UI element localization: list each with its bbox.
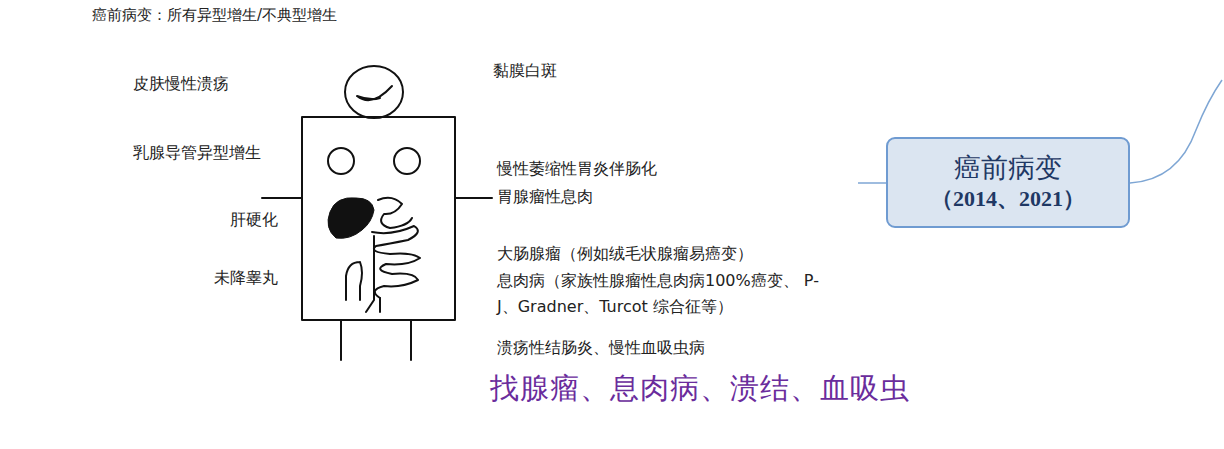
breast-circle: [394, 148, 420, 174]
liver-shape: [328, 198, 374, 239]
leg-line: [340, 320, 342, 360]
organ-label: 大肠腺瘤（例如绒毛状腺瘤易癌变）: [497, 244, 753, 265]
organ-label: 慢性萎缩性胃炎伴肠化: [497, 159, 657, 180]
topic-heading: 癌前病变: [954, 151, 1062, 185]
smile-mark: [357, 86, 392, 100]
organ-label: 息肉病（家族性腺瘤性息肉病100%癌变、 P-J、Gradner、Turcot …: [497, 268, 827, 320]
leg-line: [410, 320, 412, 360]
organ-label: 乳腺导管异型增生: [133, 143, 261, 164]
arm-line: [262, 197, 302, 199]
head-circle: [345, 66, 403, 118]
topic-box: 癌前病变（2014、2021）: [886, 137, 1130, 228]
breast-circle: [328, 148, 354, 174]
organ-label: 皮肤慢性溃疡: [133, 74, 229, 95]
mindmap-branch: [1130, 80, 1222, 183]
organ-label: 黏膜白斑: [493, 61, 557, 82]
handwritten-note: 找腺瘤、息肉病、溃结、血吸虫: [490, 370, 910, 408]
topic-years: （2014、2021）: [931, 185, 1085, 214]
stomach-curve: [378, 198, 412, 228]
colon-curve: [346, 262, 362, 300]
body-rect: [302, 117, 455, 320]
arm-line: [455, 197, 492, 199]
organ-label: 肝硬化: [230, 210, 278, 231]
organ-label: 胃腺瘤性息肉: [497, 187, 593, 208]
intestine-curve: [366, 236, 380, 312]
mindmap-branch: [858, 182, 886, 184]
page-title: 癌前病变：所有异型增生/不典型增生: [92, 6, 337, 26]
organ-label: 未降睾丸: [214, 268, 278, 289]
organ-label: 溃疡性结肠炎、慢性血吸虫病: [497, 338, 705, 359]
intestine-curve: [372, 226, 420, 298]
